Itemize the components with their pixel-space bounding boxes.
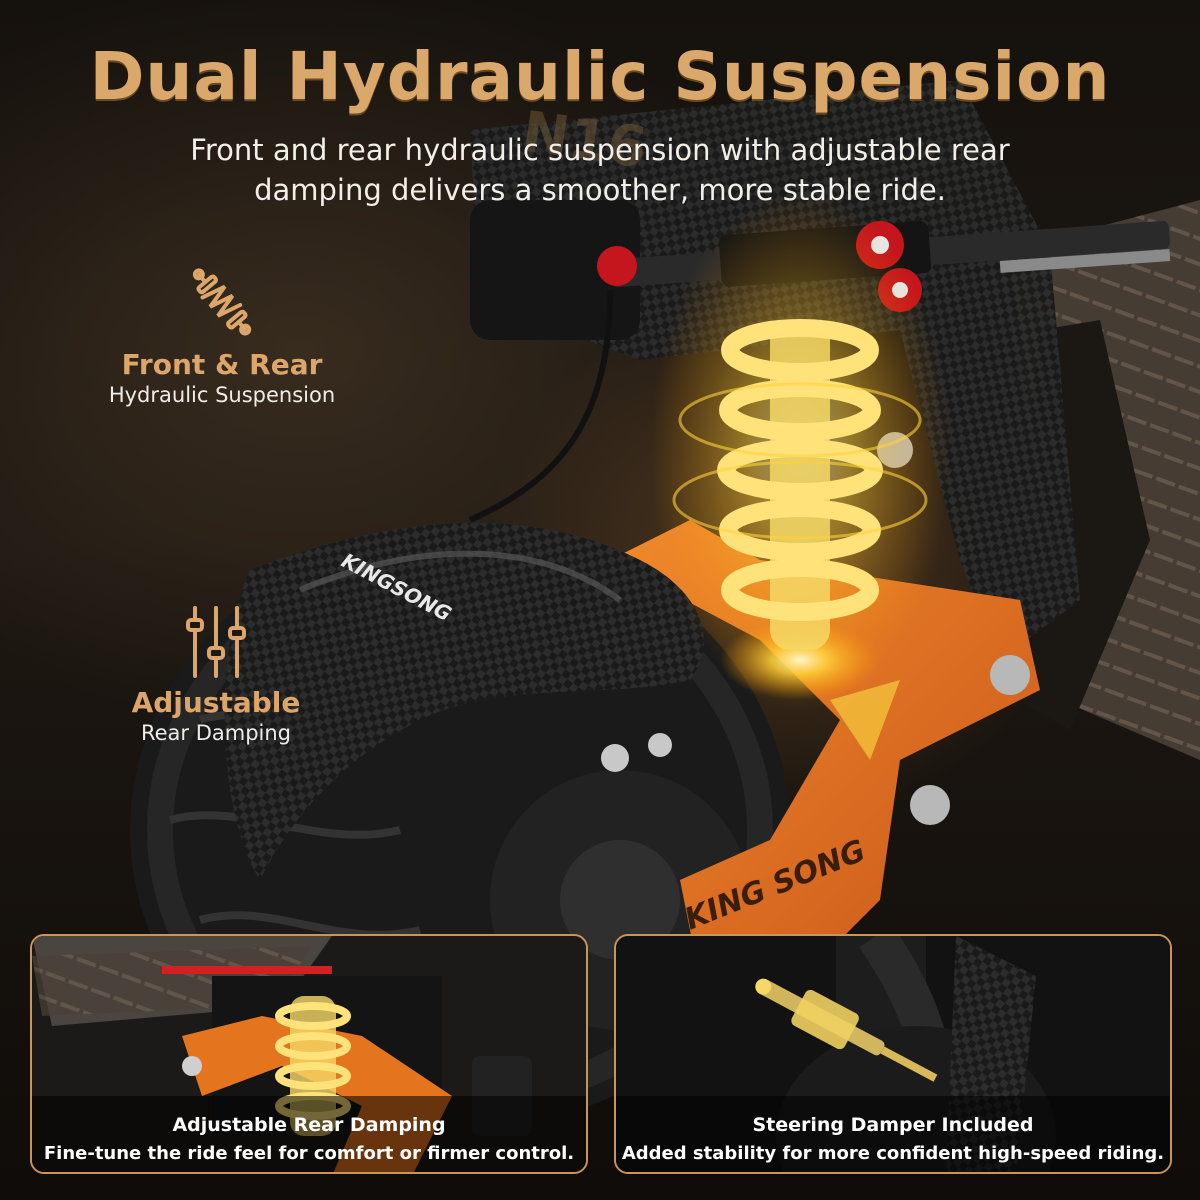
card-title: Steering Damper Included: [752, 1114, 1034, 1136]
rear-damping-closeup: [32, 936, 586, 1172]
card-subtitle: Fine-tune the ride feel for comfort or f…: [43, 1143, 575, 1164]
rear-suspension-spring: [650, 190, 950, 710]
subtitle-line-2: damping delivers a smoother, more stable…: [254, 173, 946, 207]
feature-title: Adjustable: [131, 686, 301, 719]
feature-title: Front & Rear: [121, 348, 323, 381]
spring-icon: [192, 268, 252, 336]
card-subtitle: Added stability for more confident high-…: [621, 1143, 1165, 1164]
feature-subtitle: Hydraulic Suspension: [108, 383, 336, 407]
sliders-icon: [186, 606, 246, 678]
card-steering-damper: Steering Damper Included Added stability…: [614, 934, 1172, 1174]
feature-subtitle: Rear Damping: [140, 721, 292, 745]
carbon-fender: KINGSONG: [224, 522, 704, 880]
rear-panel: [470, 200, 640, 340]
feature-adjustable: Adjustable Rear Damping: [56, 604, 376, 745]
card-rear-damping: Adjustable Rear Damping Fine-tune the ri…: [30, 934, 588, 1174]
steering-damper-closeup: [616, 936, 1170, 1172]
subtitle-line-1: Front and rear hydraulic suspension with…: [190, 133, 1010, 167]
card-title: Adjustable Rear Damping: [172, 1114, 446, 1136]
page-subtitle: Front and rear hydraulic suspension with…: [150, 130, 1050, 210]
page-title: Dual Hydraulic Suspension: [89, 38, 1111, 115]
feature-front-rear: Front & Rear Hydraulic Suspension: [62, 262, 382, 407]
brake-cable: [468, 289, 613, 523]
